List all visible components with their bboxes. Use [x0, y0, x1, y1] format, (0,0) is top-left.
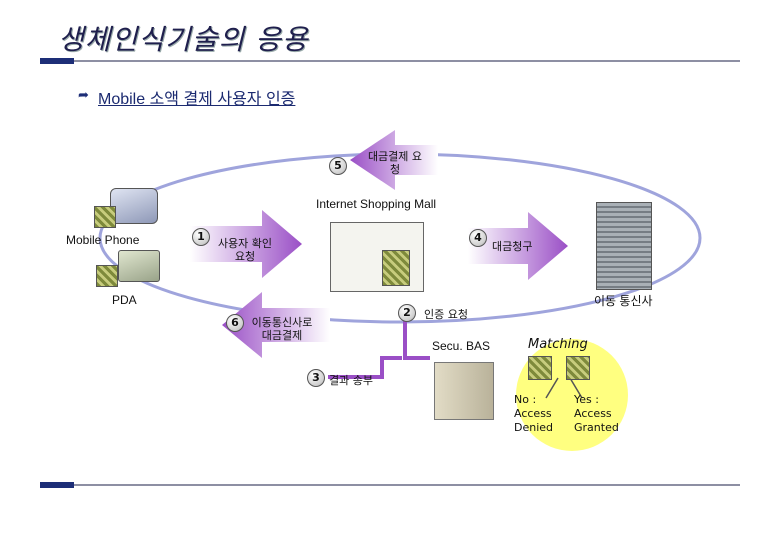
pda-label: PDA — [112, 293, 137, 307]
mobile-phone-label: Mobile Phone — [66, 233, 140, 247]
bottom-divider-accent — [40, 482, 74, 488]
step-5-label: 대금결제 요 청 — [365, 150, 425, 176]
step-badge-3: 3 — [307, 369, 325, 387]
step-1-line-1: 사용자 확인 — [217, 237, 273, 250]
bottom-divider — [40, 484, 740, 486]
fingerprint-thumbnail — [528, 356, 552, 380]
result-no-line-2: Access — [514, 407, 552, 420]
step-1-line-2: 요청 — [234, 250, 256, 263]
server-image — [434, 362, 494, 420]
matching-arrow-yes — [569, 377, 583, 399]
step-3-label: 결과 송부 — [329, 374, 373, 387]
top-divider — [40, 60, 740, 62]
result-yes: Yes : Access Granted — [574, 393, 619, 435]
step-badge-4: 4 — [469, 229, 487, 247]
step-6-line-1: 이동통신사로 — [251, 316, 313, 329]
step-badge-2: 2 — [398, 304, 416, 322]
step-6-label: 이동통신사로 대금결제 — [246, 316, 318, 342]
arrow-bullet-icon: ➦ — [78, 88, 89, 103]
arrow-step-6 — [222, 292, 330, 358]
subtitle: Mobile 소액 결제 사용자 인증 — [98, 91, 296, 108]
connector-step-2 — [403, 318, 430, 360]
fingerprint-thumbnail — [94, 206, 116, 228]
result-no-line-1: No : — [514, 393, 537, 406]
result-yes-line-3: Granted — [574, 421, 619, 434]
page-title: 생체인식기술의 응용 — [58, 23, 309, 56]
fingerprint-thumbnail — [96, 265, 118, 287]
step-2-label: 인증 요청 — [424, 308, 468, 321]
top-divider-accent — [40, 58, 74, 64]
server-label: Secu. BAS — [432, 339, 491, 353]
step-1-label: 사용자 확인 요청 — [212, 237, 278, 263]
carrier-building-image — [596, 202, 652, 290]
fingerprint-thumbnail — [566, 356, 590, 380]
step-badge-6: 6 — [226, 314, 244, 332]
result-no-line-3: Denied — [514, 421, 554, 434]
arrow-step-5 — [350, 130, 438, 190]
matching-arrow-no — [545, 377, 559, 399]
result-no: No : Access Denied — [514, 393, 553, 435]
step-5-line-2: 청 — [389, 163, 401, 176]
arrow-step-4 — [468, 212, 568, 280]
pda-image — [118, 250, 160, 282]
step-badge-5: 5 — [329, 157, 347, 175]
shopping-mall-label: Internet Shopping Mall — [316, 197, 437, 211]
matching-label: Matching — [528, 337, 588, 352]
fingerprint-thumbnail — [382, 250, 410, 286]
mobile-phone-image — [110, 188, 158, 224]
arrow-step-1 — [190, 210, 302, 278]
step-4-label: 대금청구 — [492, 240, 533, 253]
carrier-label: 이동 통신사 — [594, 294, 653, 308]
result-yes-line-1: Yes : — [574, 393, 599, 406]
step-5-line-1: 대금결제 요 — [367, 150, 423, 163]
step-badge-1: 1 — [192, 228, 210, 246]
connector-step-3 — [328, 356, 402, 379]
step-6-line-2: 대금결제 — [261, 329, 303, 342]
result-yes-line-2: Access — [574, 407, 612, 420]
